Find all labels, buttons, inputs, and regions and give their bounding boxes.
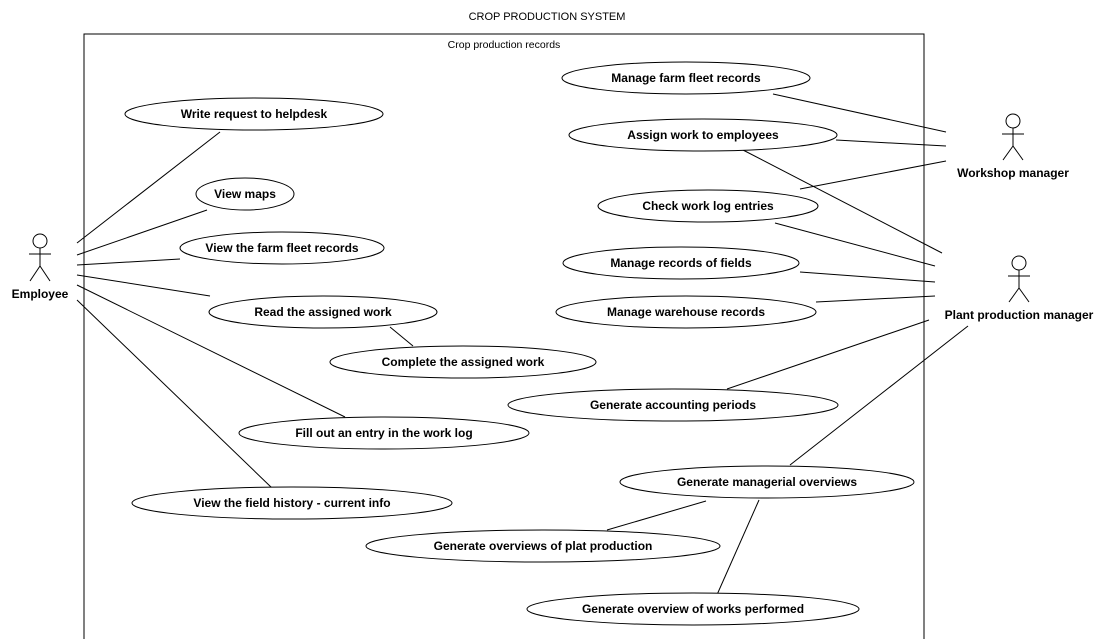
use-case-shape <box>555 295 817 329</box>
actor-workshop-manager[interactable]: Workshop manager <box>957 113 1069 180</box>
use-case-shape <box>561 61 811 95</box>
use-case-label: Write request to helpdesk <box>181 107 328 121</box>
use-case-generate-works-performed[interactable]: Generate overview of works performed <box>526 592 860 626</box>
stick-figure-icon <box>1002 113 1024 161</box>
actor-label: Workshop manager <box>957 166 1069 180</box>
assoc-workshop-check-log <box>799 160 947 190</box>
use-case-shape <box>124 97 384 131</box>
assoc-employee-view-maps <box>76 209 208 256</box>
use-case-view-maps[interactable]: View maps <box>195 177 295 211</box>
assoc-plant-manage-fields <box>799 271 936 283</box>
use-case-label: Manage records of fields <box>610 256 752 270</box>
assoc-employee-read-assigned <box>76 274 211 297</box>
use-case-label: Manage farm fleet records <box>611 71 761 85</box>
use-case-shape <box>131 486 453 520</box>
assoc-workshop-assign-work <box>835 139 947 147</box>
use-case-generate-accounting[interactable]: Generate accounting periods <box>507 388 839 422</box>
use-case-label: Complete the assigned work <box>382 355 545 369</box>
use-case-check-work-log[interactable]: Check work log entries <box>597 189 819 223</box>
use-case-manage-fields[interactable]: Manage records of fields <box>562 246 800 280</box>
use-case-read-assigned-work[interactable]: Read the assigned work <box>208 295 438 329</box>
use-case-view-farm-fleet[interactable]: View the farm fleet records <box>179 231 385 265</box>
use-case-shape <box>179 231 385 265</box>
system-title: CROP PRODUCTION SYSTEM <box>469 11 626 23</box>
stick-figure-icon <box>1008 255 1030 303</box>
actor-plant-production-manager[interactable]: Plant production manager <box>945 255 1094 322</box>
assoc-read-complete-assigned <box>389 326 414 347</box>
use-case-shape <box>195 177 295 211</box>
use-case-label: Assign work to employees <box>627 128 779 142</box>
actor-label: Plant production manager <box>945 308 1094 322</box>
use-case-shape <box>507 388 839 422</box>
use-case-label: Check work log entries <box>642 199 774 213</box>
use-case-label: Fill out an entry in the work log <box>295 426 472 440</box>
use-case-label: View the field history - current info <box>193 496 390 510</box>
use-case-label: Manage warehouse records <box>607 305 765 319</box>
use-case-shape <box>526 592 860 626</box>
use-case-shape <box>329 345 597 379</box>
use-case-shape <box>562 246 800 280</box>
use-case-shape <box>208 295 438 329</box>
use-case-write-request[interactable]: Write request to helpdesk <box>124 97 384 131</box>
boundary-title: Crop production records <box>448 39 561 51</box>
assoc-plant-manage-warehouse <box>815 295 936 303</box>
assoc-employee-view-field-history <box>76 299 273 489</box>
use-case-complete-assigned-work[interactable]: Complete the assigned work <box>329 345 597 379</box>
actor-employee[interactable]: Employee <box>12 233 69 301</box>
assoc-plant-assign-work <box>742 149 943 254</box>
use-case-view-field-history[interactable]: View the field history - current info <box>131 486 453 520</box>
assoc-plant-accounting <box>726 319 930 390</box>
use-case-assign-work[interactable]: Assign work to employees <box>568 118 838 152</box>
stick-figure-icon <box>29 233 51 282</box>
use-case-label: Read the assigned work <box>254 305 392 319</box>
use-case-label: Generate accounting periods <box>590 398 756 412</box>
assoc-workshop-manage-fleet <box>772 93 947 133</box>
assoc-employee-fill-work-log <box>76 284 346 418</box>
use-case-shape <box>568 118 838 152</box>
use-case-shape <box>365 529 721 563</box>
use-case-label: View the farm fleet records <box>205 241 358 255</box>
assoc-plant-check-log <box>774 222 936 267</box>
actor-label: Employee <box>12 287 69 301</box>
use-case-fill-work-log[interactable]: Fill out an entry in the work log <box>238 416 530 450</box>
use-case-manage-farm-fleet[interactable]: Manage farm fleet records <box>561 61 811 95</box>
use-case-shape <box>597 189 819 223</box>
use-case-label: View maps <box>214 187 276 201</box>
assoc-managerial-plat-production <box>606 500 707 531</box>
use-case-shape <box>619 465 915 499</box>
assoc-employee-view-farm-fleet <box>76 258 181 266</box>
use-case-manage-warehouse[interactable]: Manage warehouse records <box>555 295 817 329</box>
system-boundary <box>83 33 925 639</box>
use-case-label: Generate overviews of plat production <box>434 539 653 553</box>
use-case-generate-plat-production[interactable]: Generate overviews of plat production <box>365 529 721 563</box>
use-case-generate-managerial[interactable]: Generate managerial overviews <box>619 465 915 499</box>
use-case-label: Generate overview of works performed <box>582 602 804 616</box>
assoc-managerial-works-performed <box>715 499 760 598</box>
assoc-employee-write-request <box>76 131 221 244</box>
use-case-label: Generate managerial overviews <box>677 475 857 489</box>
assoc-plant-managerial <box>789 325 969 466</box>
association-lines <box>76 93 969 598</box>
use-case-shape <box>238 416 530 450</box>
